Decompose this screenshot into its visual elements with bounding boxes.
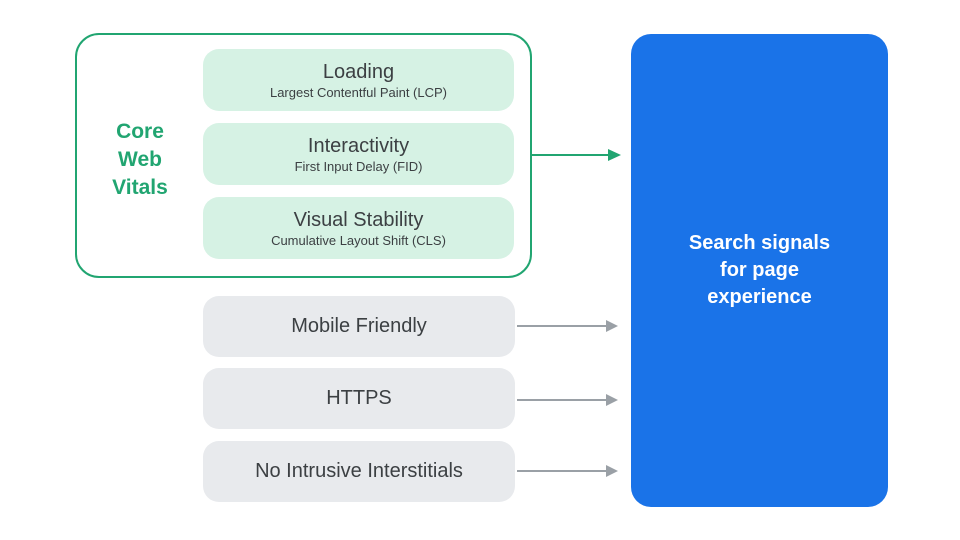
arrow-head-icon xyxy=(606,465,618,477)
search-signals-label: Search signals for page experience xyxy=(688,232,831,308)
arrow-head-icon xyxy=(608,149,621,161)
arrow-line xyxy=(517,399,607,401)
core-web-vitals-label: Core Web Vitals xyxy=(112,120,168,199)
signal-pill-https: HTTPS xyxy=(203,368,515,429)
arrow-head-icon xyxy=(606,394,618,406)
signal-pill-no-intrusive-interstitials: No Intrusive Interstitials xyxy=(203,441,515,502)
arrow-line xyxy=(532,154,609,156)
arrow-head-icon xyxy=(606,320,618,332)
vital-card-visual-stability: Visual Stability Cumulative Layout Shift… xyxy=(203,197,514,259)
vital-card-loading: Loading Largest Contentful Paint (LCP) xyxy=(203,49,514,111)
vital-card-subtitle: Largest Contentful Paint (LCP) xyxy=(269,84,448,100)
vital-card-subtitle: First Input Delay (FID) xyxy=(294,158,423,174)
vital-card-title: Loading xyxy=(322,60,395,83)
vital-card-subtitle: Cumulative Layout Shift (CLS) xyxy=(271,232,446,248)
signal-pill-mobile-friendly: Mobile Friendly xyxy=(203,296,515,357)
arrow-line xyxy=(517,325,607,327)
vital-card-title: Visual Stability xyxy=(293,208,424,231)
search-signals-box: Search signals for page experience xyxy=(631,34,888,507)
signal-pill-label: Mobile Friendly xyxy=(291,315,427,337)
vital-card-title: Interactivity xyxy=(307,134,410,157)
vital-card-interactivity: Interactivity First Input Delay (FID) xyxy=(203,123,514,185)
signal-pill-label: HTTPS xyxy=(326,387,392,409)
signal-pill-label: No Intrusive Interstitials xyxy=(255,460,463,482)
arrow-line xyxy=(517,470,607,472)
